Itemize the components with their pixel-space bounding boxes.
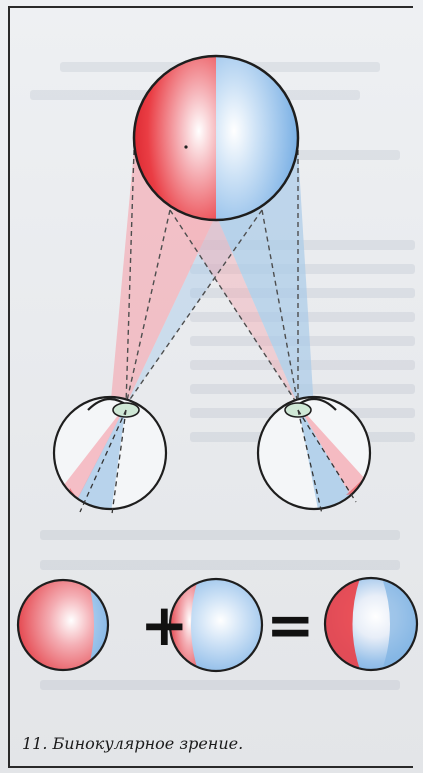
plus-sign: + (140, 591, 189, 659)
equals-sign: = (266, 591, 315, 659)
left-eye (54, 397, 166, 520)
figure-caption: 11. Бинокулярное зрение. (22, 734, 243, 753)
right-eye (258, 397, 370, 520)
combined-view-sphere (325, 578, 417, 670)
left-eye-view-sphere (18, 580, 110, 670)
